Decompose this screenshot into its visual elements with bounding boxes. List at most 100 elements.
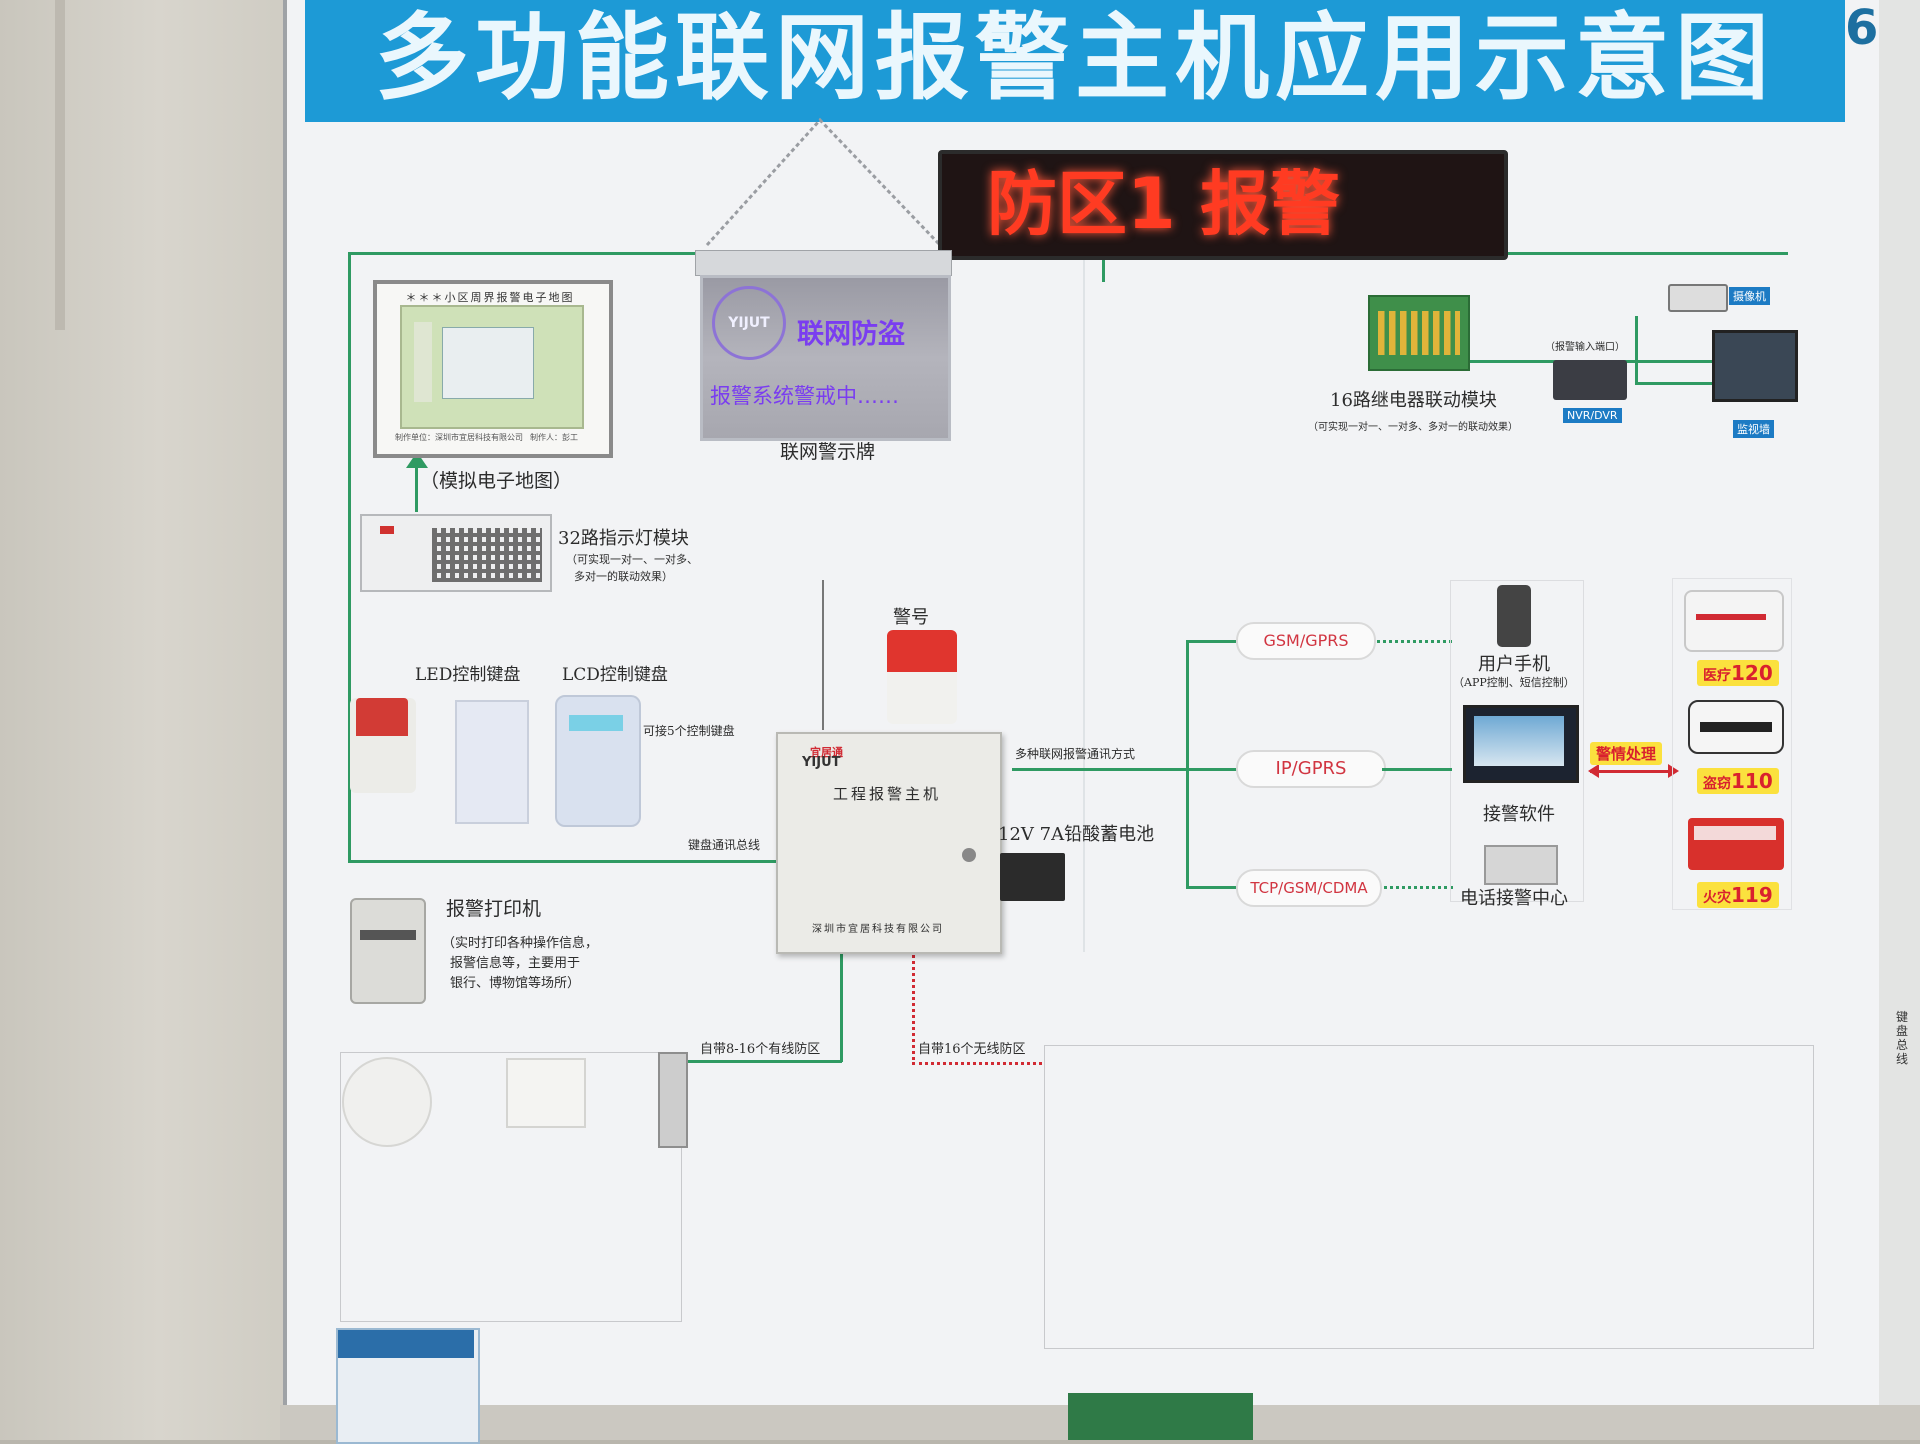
door-sensor-icon (658, 1052, 688, 1148)
handling-label: 警情处理 (1590, 742, 1663, 765)
wireless-dotted-horizontal (912, 1062, 1042, 1065)
tcp-branch-line (1186, 886, 1236, 889)
fire-tag: 火灾119 (1697, 882, 1779, 908)
wireless-sensor-area (1044, 1045, 1814, 1349)
nvr-monitor-line (1635, 382, 1717, 385)
host-brand-cn: 宜居通 (810, 746, 843, 759)
indicator-module-desc2: 多对一的联动效果） (574, 570, 673, 583)
theft-tag: 盗窃110 (1697, 768, 1779, 794)
map-title: ＊＊＊小区周界报警电子地图 (405, 291, 575, 304)
lock-icon (962, 848, 976, 862)
warning-sign (700, 275, 951, 441)
theft-label: 盗窃 (1703, 776, 1731, 792)
siren-label: 警号 (893, 607, 929, 628)
camera-icon (1668, 284, 1728, 312)
monitor-label: 监视墙 (1733, 420, 1774, 438)
lcd-keypad-icon (555, 695, 641, 827)
left-vertical-line (348, 252, 351, 862)
phone-desc: （APP控制、短信控制） (1453, 676, 1575, 689)
wired-zone-vertical (840, 950, 843, 1062)
medical-number: 120 (1731, 661, 1773, 685)
sign-caption: 联网警示牌 (780, 441, 876, 463)
medical-label: 医疗 (1703, 668, 1731, 684)
left-arrow-icon (1588, 764, 1599, 778)
gsm-pill: GSM/GPRS (1236, 622, 1376, 660)
relay-board-icon (1368, 295, 1470, 371)
fire-label: 火灾 (1703, 890, 1731, 906)
printer-desc2: 报警信息等，主要用于 (450, 956, 581, 971)
wall-pipe (55, 0, 65, 330)
led-keypad-siren-icon (350, 698, 416, 793)
wired-zone-horizontal (682, 1060, 842, 1063)
printer-icon (350, 898, 426, 1004)
phone-center-device-icon (1484, 845, 1558, 885)
power-indicator-icon (380, 526, 394, 534)
board-title: 多功能联网报警主机应用示意图 (305, 0, 1845, 122)
gsm-dotted-line (1372, 640, 1452, 643)
keypad-bus-line (348, 860, 778, 863)
tcp-dotted-line (1378, 886, 1453, 889)
lcd-keypad-label: LCD控制键盘 (562, 665, 668, 685)
tcp-pill: TCP/GSM/CDMA (1236, 869, 1382, 907)
ambulance-icon (1684, 590, 1784, 652)
sign-text-line2: 报警系统警戒中…… (710, 384, 899, 408)
map-caption: （模拟电子地图） (420, 470, 573, 492)
map-footer-left: 制作单位：深圳市宜居科技有限公司 (395, 433, 523, 442)
printer-desc3: 银行、博物馆等场所） (450, 976, 581, 991)
circuit-board-icon (1068, 1393, 1253, 1440)
led-drop-line (1102, 252, 1105, 282)
network-vertical-line (1186, 640, 1189, 888)
monitor-wall-icon (1712, 330, 1798, 402)
sign-chain (705, 117, 942, 247)
network-main-line (1012, 768, 1452, 771)
alarm-host (776, 732, 1002, 954)
theft-number: 110 (1731, 769, 1773, 793)
wireless-dotted-vertical (912, 950, 915, 1060)
alarm-input-label: （报警输入端口） (1545, 342, 1625, 353)
indicator-module-desc1: （可实现一对一、一对多、 (566, 553, 698, 566)
camera-label: 摄像机 (1729, 287, 1770, 305)
wall-left (0, 0, 290, 1440)
product-box-icon (336, 1328, 480, 1444)
keypad-bus-label: 键盘通讯总线 (688, 838, 761, 852)
phone-title: 用户手机 (1478, 654, 1550, 675)
nvr-label: NVR/DVR (1563, 408, 1622, 423)
siren-icon (887, 630, 957, 725)
smoke-detector-icon (342, 1057, 432, 1147)
indicator-led-grid (432, 528, 542, 582)
battery-icon (1000, 853, 1065, 901)
antenna-icon (822, 580, 824, 730)
led-keypad-icon (455, 700, 529, 824)
host-name: 工程报警主机 (833, 785, 942, 803)
nvr-vertical-line (1635, 316, 1638, 382)
sign-logo: YIJUT (712, 286, 786, 360)
led-keypad-label: LED控制键盘 (415, 665, 521, 685)
printer-title: 报警打印机 (446, 898, 542, 920)
wired-sensor-area (340, 1052, 682, 1322)
host-brand-en: YIJUT (802, 755, 841, 770)
network-method-label: 多种联网报警通讯方式 (1015, 747, 1136, 761)
corner-number: 6 (1845, 0, 1879, 56)
fire-number: 119 (1731, 883, 1773, 907)
right-arrow-icon (1668, 764, 1679, 778)
responder-panel (1672, 578, 1792, 910)
police-car-icon (1688, 700, 1784, 754)
sign-text-line1: 联网防盗 (797, 319, 905, 350)
gsm-branch-line (1186, 640, 1236, 643)
relay-module-title: 16路继电器联动模块 (1330, 390, 1497, 411)
fire-truck-icon (1688, 818, 1784, 870)
led-display: 防区1 报警 (938, 150, 1508, 260)
host-maker: 深圳市宜居科技有限公司 (812, 924, 944, 935)
map-arrow-line (415, 452, 418, 512)
nvr-device-icon (1553, 360, 1627, 400)
handling-arrow-shaft (1590, 770, 1674, 773)
software-monitor-icon (1463, 705, 1579, 783)
battery-label: 12V 7A铅酸蓄电池 (998, 824, 1155, 845)
printer-desc1: （实时打印各种操作信息， (442, 936, 599, 951)
phone-center-label: 电话接警中心 (1460, 888, 1568, 909)
indicator-module-title: 32路指示灯模块 (558, 528, 689, 549)
map-image (400, 305, 584, 429)
side-note: 键盘总线 (1896, 1010, 1909, 1066)
software-label: 接警软件 (1483, 804, 1555, 825)
keypad-note: 可接5个控制键盘 (643, 724, 735, 738)
